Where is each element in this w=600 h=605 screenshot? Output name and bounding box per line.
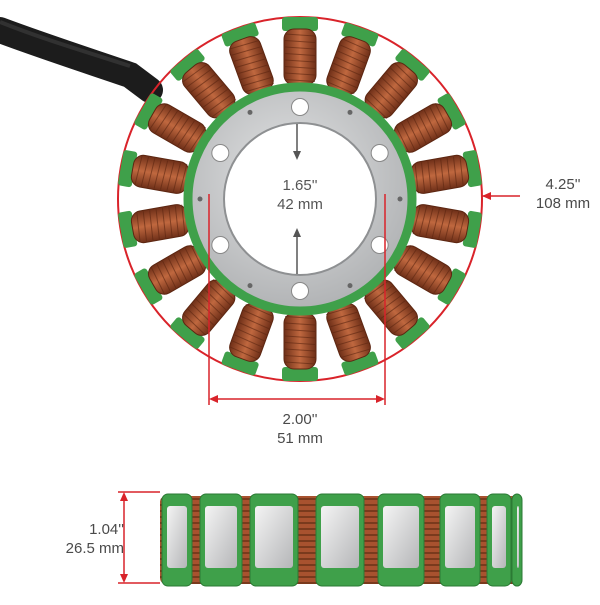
stack-height-imperial: 1.04''	[89, 521, 124, 538]
coil	[326, 22, 379, 96]
coil	[221, 302, 274, 376]
lamination-tab	[161, 493, 193, 587]
stator-side-view	[160, 493, 523, 587]
coil	[118, 150, 190, 194]
coil	[364, 49, 430, 119]
lamination-tab	[511, 493, 523, 587]
coil	[410, 204, 482, 248]
mount-hole	[211, 144, 230, 162]
inner-diameter-metric: 42 mm	[277, 196, 323, 213]
stack-height-arrow-top	[120, 492, 128, 501]
center-bore	[223, 122, 377, 276]
mount-hole	[211, 236, 230, 254]
mount-hole	[370, 144, 389, 162]
coil	[282, 17, 318, 86]
mount-holes	[197, 98, 403, 300]
outer-diameter-metric: 108 mm	[535, 195, 591, 212]
inner-diameter-imperial: 1.65''	[282, 177, 318, 194]
dimension-lines	[118, 192, 520, 584]
stator-coil-ring	[118, 17, 482, 381]
coil	[325, 302, 379, 376]
lamination-tab	[315, 493, 365, 587]
coil	[393, 245, 466, 305]
lamination-tab	[486, 493, 512, 587]
coil	[134, 93, 207, 153]
mount-hole	[370, 236, 389, 254]
mount-hole	[291, 98, 309, 116]
lamination-tab	[377, 493, 425, 587]
hole-spacing-label: 2.00'' 51 mm	[240, 410, 360, 448]
lamination-tab	[249, 493, 299, 587]
mount-hole	[291, 282, 309, 300]
coil	[410, 150, 482, 194]
coil	[393, 93, 466, 154]
coil	[282, 312, 318, 381]
hole-spacing-arrow-right	[376, 395, 385, 403]
hole-spacing-arrow-left	[209, 395, 218, 403]
coil	[221, 22, 275, 96]
hole-spacing-imperial: 2.00''	[282, 411, 318, 428]
wire-harness-cable	[0, 17, 163, 103]
lamination-tab	[439, 493, 481, 587]
inner-diameter-arrows	[293, 124, 301, 274]
hole-spacing-metric: 51 mm	[277, 430, 323, 447]
outer-diameter-imperial: 4.25''	[545, 176, 581, 193]
lamination-tab	[199, 493, 243, 587]
stack-height-metric: 26.5 mm	[65, 540, 124, 557]
coil	[118, 204, 190, 248]
coil	[363, 279, 430, 349]
outer-diameter-arrow	[482, 192, 491, 200]
stack-height-label: 1.04'' 26.5 mm	[38, 520, 124, 558]
inner-diameter-label: 1.65'' 42 mm	[245, 176, 355, 214]
stack-height-arrow-bottom	[120, 574, 128, 583]
outer-diameter-label: 4.25'' 108 mm	[520, 175, 600, 213]
